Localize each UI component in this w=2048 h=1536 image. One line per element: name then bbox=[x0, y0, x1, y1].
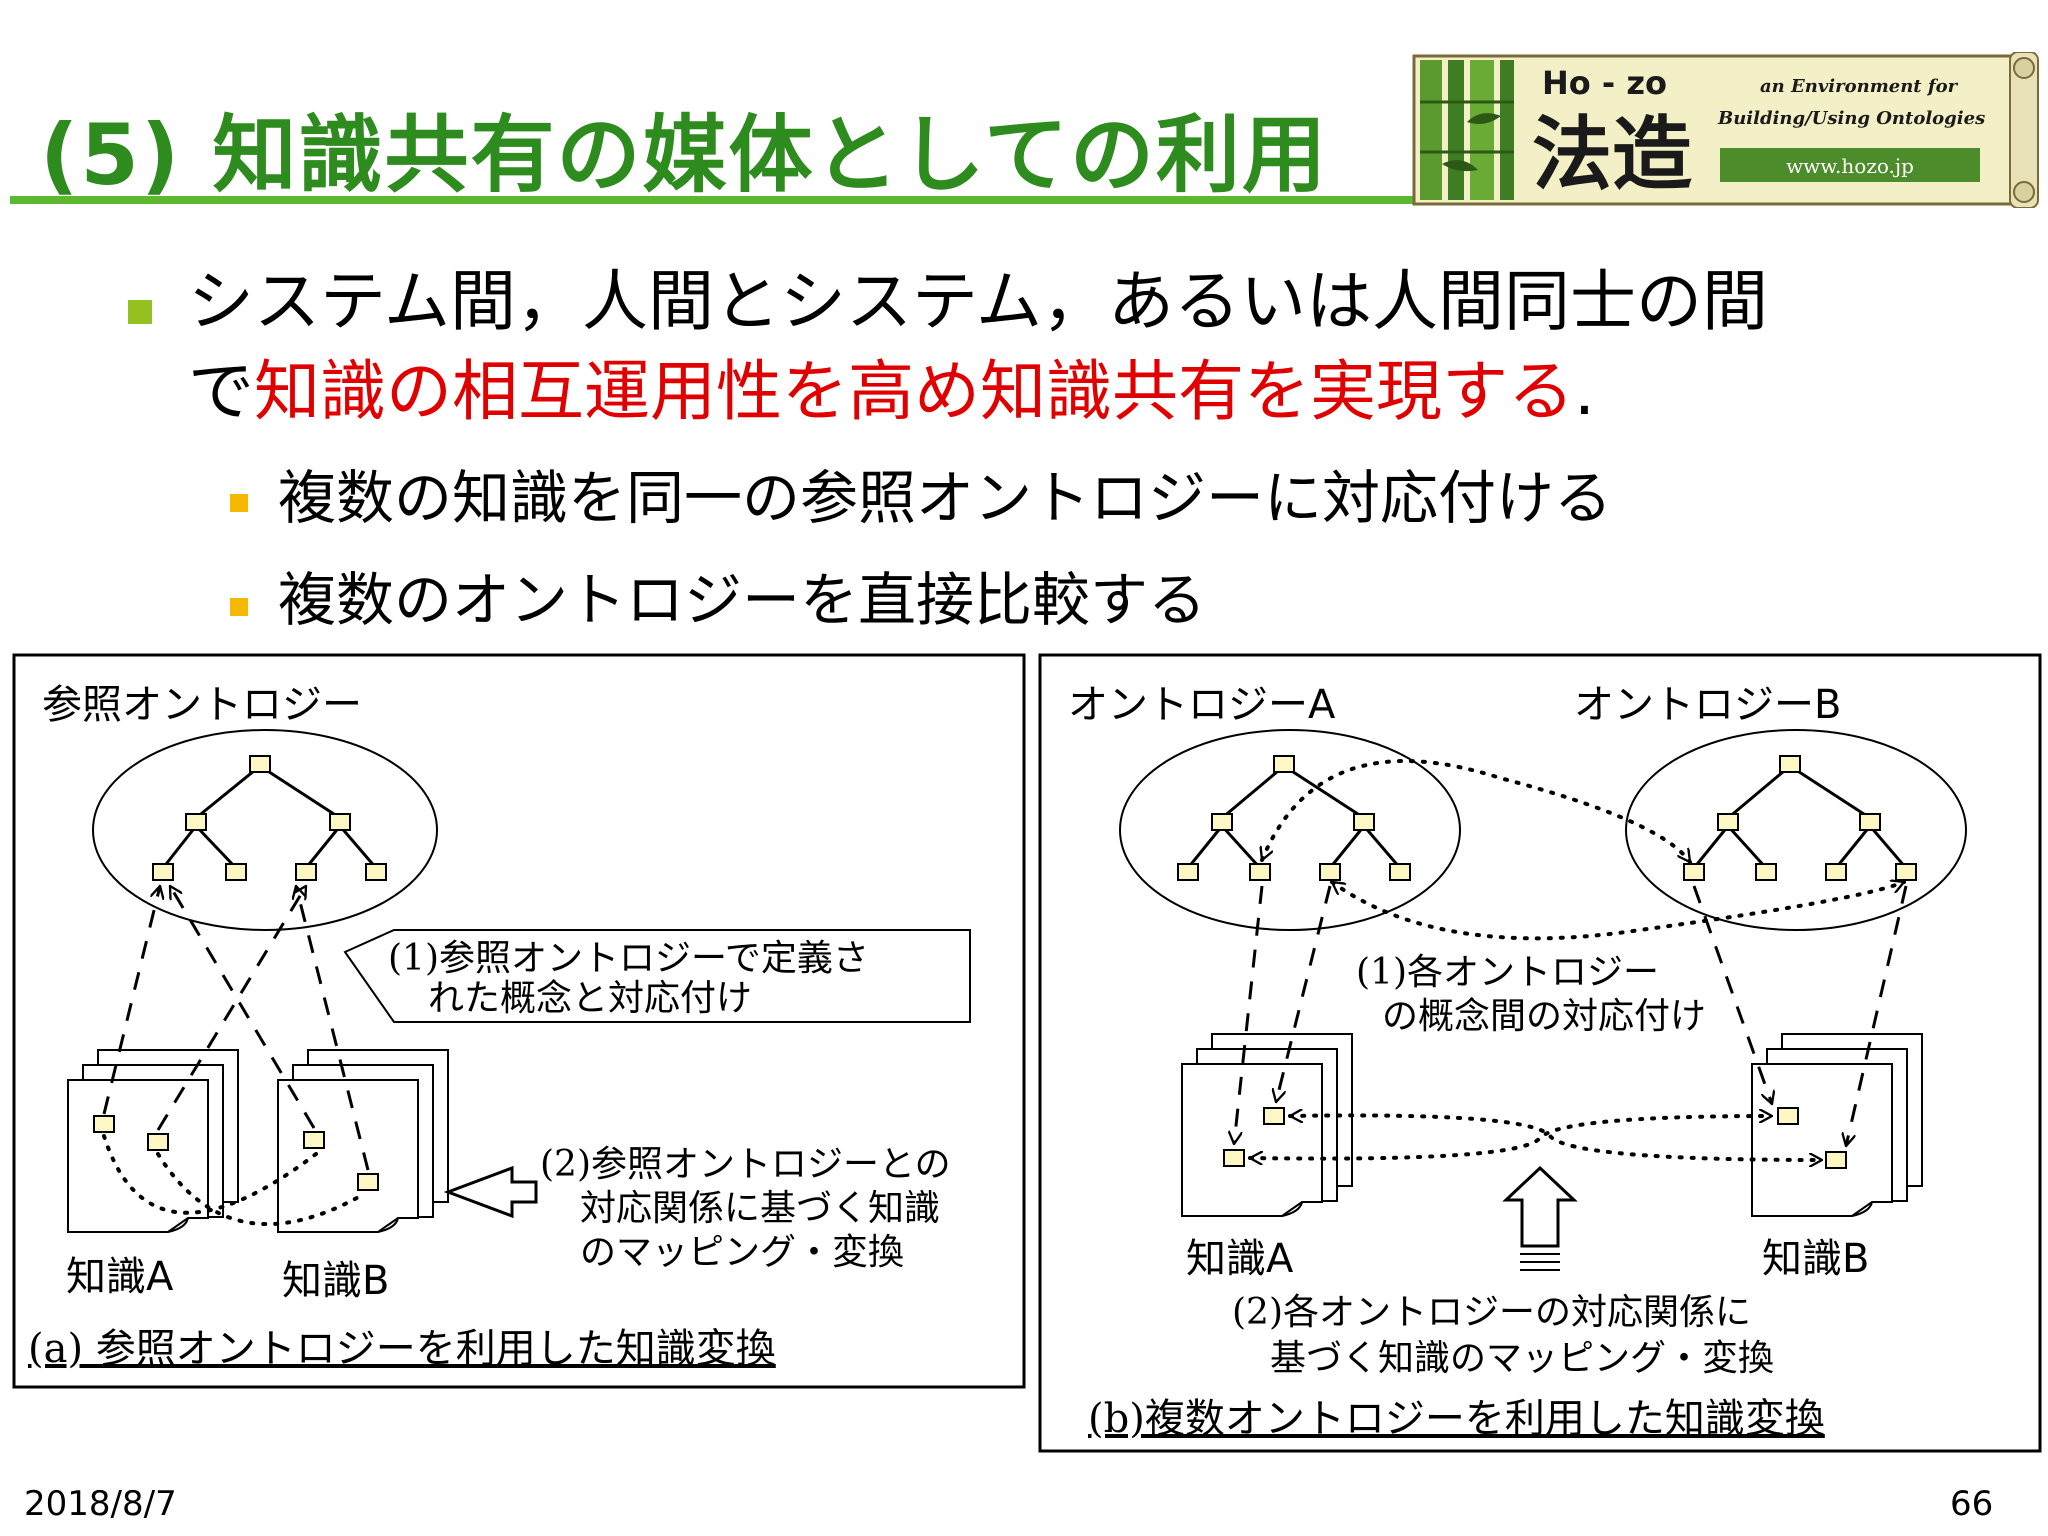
ontology-node bbox=[1755, 863, 1777, 881]
ontology-node bbox=[225, 863, 247, 881]
slide-title: (5) 知識共有の媒体としての利用 bbox=[40, 106, 1328, 204]
panel-a-caption: (a) 参照オントロジーを利用した知識変換 bbox=[28, 1326, 776, 1372]
sub-bullet-1: 複数の知識を同一の参照オントロジーに対応付ける bbox=[278, 464, 1613, 532]
page-number: 66 bbox=[1950, 1484, 1994, 1524]
ontology-node bbox=[1249, 863, 1271, 881]
svg-text:Building/Using Ontologies: Building/Using Ontologies bbox=[1717, 108, 1985, 129]
mapping-arrows-a bbox=[102, 886, 370, 1171]
knowledge-a-label: 知識A bbox=[1186, 1236, 1294, 1282]
knowledge-mapping-dotted-a bbox=[102, 1134, 366, 1227]
svg-text:対応関係に基づく知識: 対応関係に基づく知識 bbox=[580, 1188, 940, 1229]
ontology-node bbox=[1177, 863, 1199, 881]
footer-date: 2018/8/7 bbox=[24, 1484, 177, 1524]
ontology-b-label: オントロジーB bbox=[1574, 682, 1841, 728]
ontology-node bbox=[1273, 755, 1295, 773]
ontology-node bbox=[365, 863, 387, 881]
title-underline bbox=[10, 196, 1418, 204]
ontology-a-label: オントロジーA bbox=[1068, 682, 1336, 728]
sub-bullet-marker bbox=[230, 598, 248, 616]
left-arrow-icon bbox=[443, 1165, 538, 1219]
ontology-b-ellipse bbox=[1625, 729, 1967, 931]
ontology-node bbox=[1825, 863, 1847, 881]
ontology-node bbox=[1353, 813, 1375, 831]
svg-text:のマッピング・変換: のマッピング・変換 bbox=[580, 1232, 904, 1273]
knowledge-node bbox=[147, 1133, 169, 1151]
ontology-node bbox=[1389, 863, 1411, 881]
hozo-logo: Ho - zo 法造 an Environment for Building/U… bbox=[1412, 52, 2039, 208]
up-arrow-icon bbox=[1502, 1165, 1578, 1248]
knowledge-node bbox=[1777, 1107, 1799, 1125]
svg-text:(2)参照オントロジーとの: (2)参照オントロジーとの bbox=[540, 1144, 951, 1185]
ontology-a-ellipse bbox=[1119, 729, 1461, 931]
knowledge-b-label: 知識B bbox=[1762, 1236, 1869, 1282]
svg-text:(1)参照オントロジーで定義さ: (1)参照オントロジーで定義さ bbox=[388, 938, 869, 979]
knowledge-node bbox=[357, 1173, 379, 1191]
svg-text:(1)各オントロジー: (1)各オントロジー bbox=[1356, 952, 1659, 993]
svg-text:(2)各オントロジーの対応関係に: (2)各オントロジーの対応関係に bbox=[1232, 1292, 1751, 1333]
bullet-1-line-1: システム間，人間とシステム，あるいは人間同士の間 bbox=[188, 263, 1769, 340]
bamboo-icon bbox=[1420, 60, 1514, 200]
ontology-node bbox=[1319, 863, 1341, 881]
highlight-text: 知識の相互運用性を高め知識共有を実現する bbox=[254, 353, 1574, 430]
ontology-node bbox=[1211, 813, 1233, 831]
ontology-node bbox=[295, 863, 317, 881]
knowledge-b-label: 知識B bbox=[282, 1258, 389, 1304]
knowledge-mapping-dotted-b bbox=[1248, 1115, 1824, 1160]
bullet-1-line-2: で知識の相互運用性を高め知識共有を実現する. bbox=[188, 353, 1595, 430]
ontology-node bbox=[1683, 863, 1705, 881]
ontology-correspondence-dotted bbox=[1262, 759, 1904, 941]
ontology-node bbox=[329, 813, 351, 831]
ontology-a-tree bbox=[1186, 764, 1402, 870]
knowledge-a-label: 知識A bbox=[66, 1254, 174, 1300]
ontology-node bbox=[1859, 813, 1881, 831]
ontology-node bbox=[249, 755, 271, 773]
svg-text:an Environment for: an Environment for bbox=[1760, 76, 1959, 97]
panel-a-frame bbox=[12, 653, 1026, 1389]
panel-b-caption: (b)複数オントロジーを利用した知識変換 bbox=[1088, 1396, 1825, 1442]
bullet-marker bbox=[128, 300, 152, 324]
svg-text:法造: 法造 bbox=[1532, 107, 1692, 201]
mapping-arrows-b bbox=[1234, 885, 1908, 1146]
ontology-node bbox=[1779, 755, 1801, 773]
svg-text:基づく知識のマッピング・変換: 基づく知識のマッピング・変換 bbox=[1270, 1338, 1774, 1379]
sub-bullet-marker bbox=[230, 494, 248, 512]
reference-ontology-label: 参照オントロジー bbox=[42, 682, 362, 728]
reference-ontology-tree bbox=[161, 764, 378, 870]
ontology-node bbox=[185, 813, 207, 831]
svg-text:の概念間の対応付け: の概念間の対応付け bbox=[1382, 996, 1706, 1037]
svg-text:Ho - zo: Ho - zo bbox=[1542, 64, 1667, 102]
knowledge-node bbox=[303, 1131, 325, 1149]
knowledge-node bbox=[1263, 1107, 1285, 1125]
ontology-node bbox=[1895, 863, 1917, 881]
reference-ontology-ellipse bbox=[92, 729, 438, 931]
knowledge-node bbox=[1825, 1151, 1847, 1169]
ontology-node bbox=[1717, 813, 1739, 831]
svg-text:www.hozo.jp: www.hozo.jp bbox=[1786, 154, 1914, 178]
sub-bullet-2: 複数のオントロジーを直接比較する bbox=[278, 566, 1207, 634]
ontology-b-tree bbox=[1692, 764, 1908, 870]
panel-b-frame bbox=[1038, 653, 2042, 1453]
knowledge-node bbox=[93, 1115, 115, 1133]
knowledge-node bbox=[1223, 1149, 1245, 1167]
ontology-node bbox=[152, 863, 174, 881]
callout-a-1-box bbox=[343, 929, 971, 1023]
svg-text:れた概念と対応付け: れた概念と対応付け bbox=[428, 978, 752, 1019]
